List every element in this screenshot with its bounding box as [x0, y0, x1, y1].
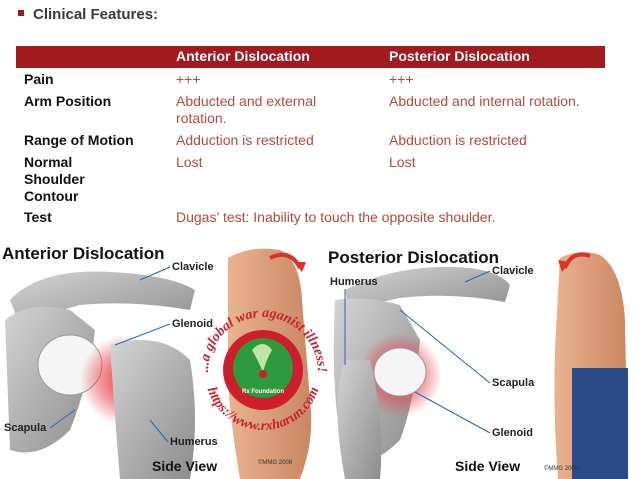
posterior-illustration: Posterior Dislocation Humerus Clavicle S… — [322, 243, 540, 479]
label-scapula-anterior: Scapula — [4, 422, 47, 434]
side-view-label-anterior: Side View — [152, 458, 217, 474]
anterior-illustration-title: Anterior Dislocation — [2, 244, 164, 263]
copyright-anterior: ©MMG 2008 — [258, 459, 293, 466]
section-heading: Clinical Features: — [18, 6, 158, 23]
table-header: Anterior Dislocation Posterior Dislocati… — [16, 46, 605, 68]
row-label-normal-shoulder-contour: Normal Shoulder Contour — [24, 154, 85, 204]
copyright-posterior: ©MMG 2008 — [544, 465, 579, 472]
label-scapula-posterior: Scapula — [492, 377, 535, 389]
column-header-anterior: Anterior Dislocation — [176, 48, 310, 64]
label-clavicle-posterior: Clavicle — [492, 265, 534, 277]
leaf-icon — [252, 344, 272, 372]
cell-test-anterior: Dugas’ test: Inability to touch the oppo… — [176, 209, 496, 225]
label-humerus-anterior: Humerus — [170, 436, 218, 448]
arrow-head-icon — [294, 262, 306, 272]
cell-contour-anterior: Lost — [176, 154, 203, 170]
cell-range-of-motion-posterior: Abduction is restricted — [389, 132, 527, 148]
shorts — [572, 368, 628, 479]
label-clavicle-anterior: Clavicle — [172, 261, 214, 273]
humeral-head-posterior — [373, 347, 427, 397]
clavicle-bone-posterior — [345, 266, 510, 315]
cell-range-of-motion-anterior: Adduction is restricted — [176, 132, 314, 148]
posterior-arm-figure: ©MMG 2008 — [544, 252, 628, 479]
side-view-label-posterior: Side View — [455, 458, 520, 474]
humerus-bone — [110, 340, 195, 479]
clavicle-bone — [10, 271, 195, 330]
row-label-range-of-motion: Range of Motion — [24, 132, 134, 148]
cell-arm-position-anterior: Abducted and external rotation. — [176, 93, 317, 126]
cell-pain-anterior: +++ — [176, 71, 201, 87]
row-label-pain: Pain — [24, 71, 54, 87]
watermark-center-text: Rx Foundation — [242, 389, 284, 395]
label-glenoid-anterior: Glenoid — [172, 318, 213, 330]
heart-icon — [259, 370, 267, 378]
cell-pain-posterior: +++ — [389, 71, 414, 87]
cell-contour-posterior: Lost — [389, 154, 416, 170]
heading-text: Clinical Features: — [33, 6, 159, 23]
row-label-test: Test — [24, 209, 52, 225]
cell-arm-position-posterior: Abducted and internal rotation. — [389, 93, 580, 109]
column-header-posterior: Posterior Dislocation — [389, 48, 530, 64]
anterior-illustration: Anterior Dislocation Clavicle Glenoid Sc… — [0, 243, 228, 479]
posterior-illustration-title: Posterior Dislocation — [328, 248, 499, 267]
humerus-bone-posterior — [337, 360, 382, 479]
label-humerus-posterior: Humerus — [330, 276, 378, 288]
label-glenoid-posterior: Glenoid — [492, 427, 533, 439]
row-label-arm-position: Arm Position — [24, 93, 112, 109]
arrow-head-icon-posterior — [558, 260, 570, 272]
bullet-icon — [18, 10, 24, 17]
